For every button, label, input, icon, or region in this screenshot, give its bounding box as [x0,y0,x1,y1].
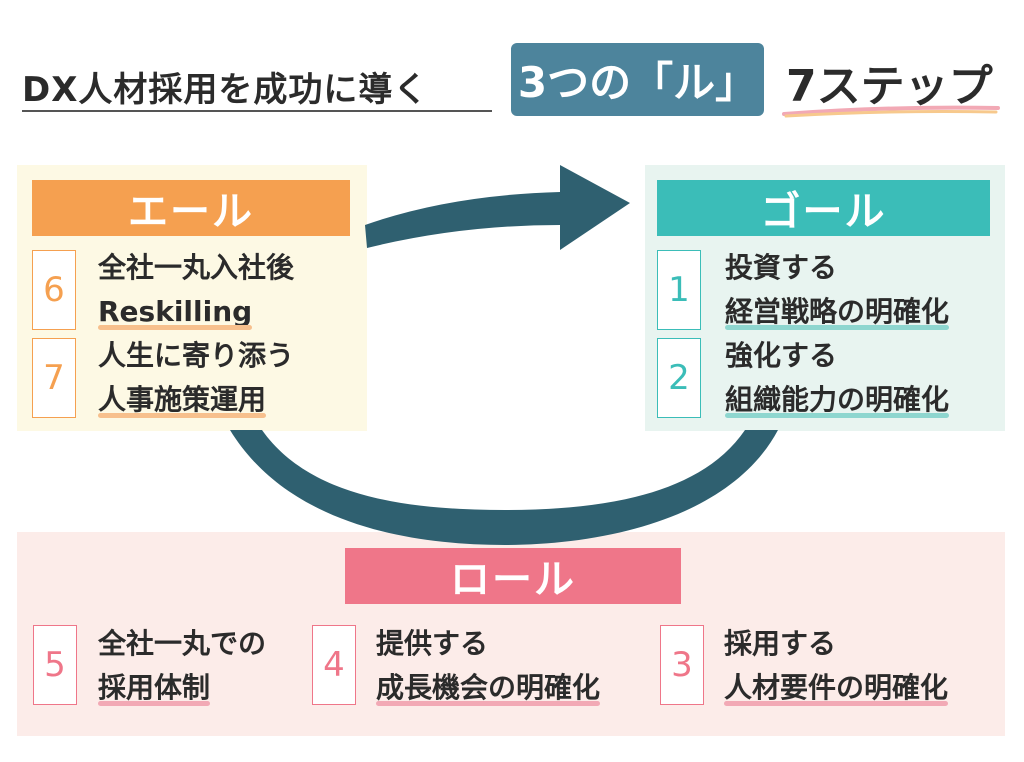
step-text: 投資する 経営戦略の明確化 [725,246,950,334]
title-badge: 3つの「ル」 [511,43,764,116]
step-number: 1 [657,250,701,330]
step-line: 人生に寄り添う [98,339,295,372]
step-text: 強化する 組織能力の明確化 [725,334,950,422]
title-underline [22,110,492,112]
step-line: 採用する [724,627,837,660]
step-line-highlight: Reskilling [98,290,253,334]
steps-underline-decoration [782,105,1000,118]
step-line-highlight: 採用体制 [98,666,211,710]
step-text: 人生に寄り添う 人事施策運用 [98,334,294,422]
step-line: 投資する [725,251,838,284]
step-text: 採用する 人材要件の明確化 [724,622,949,710]
bottom-arc [230,430,778,545]
step-number: 2 [657,338,701,418]
step-text: 全社一丸入社後 Reskilling [98,246,294,334]
step-number: 6 [32,250,76,330]
step-line-highlight: 組織能力の明確化 [725,378,950,422]
step-number: 5 [33,625,77,705]
goal-heading: ゴール [657,180,990,236]
yell-heading: エール [32,180,350,236]
step-line: 全社一丸での [98,627,267,660]
step-line: 強化する [725,339,838,372]
step-line-highlight: 人事施策運用 [98,378,267,422]
step-text: 提供する 成長機会の明確化 [376,622,601,710]
step-number: 3 [660,625,704,705]
title-steps: 7ステップ [786,61,993,112]
step-line: 提供する [376,627,489,660]
step-line-highlight: 人材要件の明確化 [724,666,949,710]
top-arrow [365,165,630,250]
step-number: 7 [32,338,76,418]
step-line-highlight: 経営戦略の明確化 [725,290,950,334]
step-number: 4 [312,625,356,705]
step-line-highlight: 成長機会の明確化 [376,666,601,710]
step-line: 全社一丸入社後 [98,251,295,284]
diagram-title: DX人材採用を成功に導く [22,70,429,110]
role-heading: ロール [345,548,681,604]
step-text: 全社一丸での 採用体制 [98,622,266,710]
